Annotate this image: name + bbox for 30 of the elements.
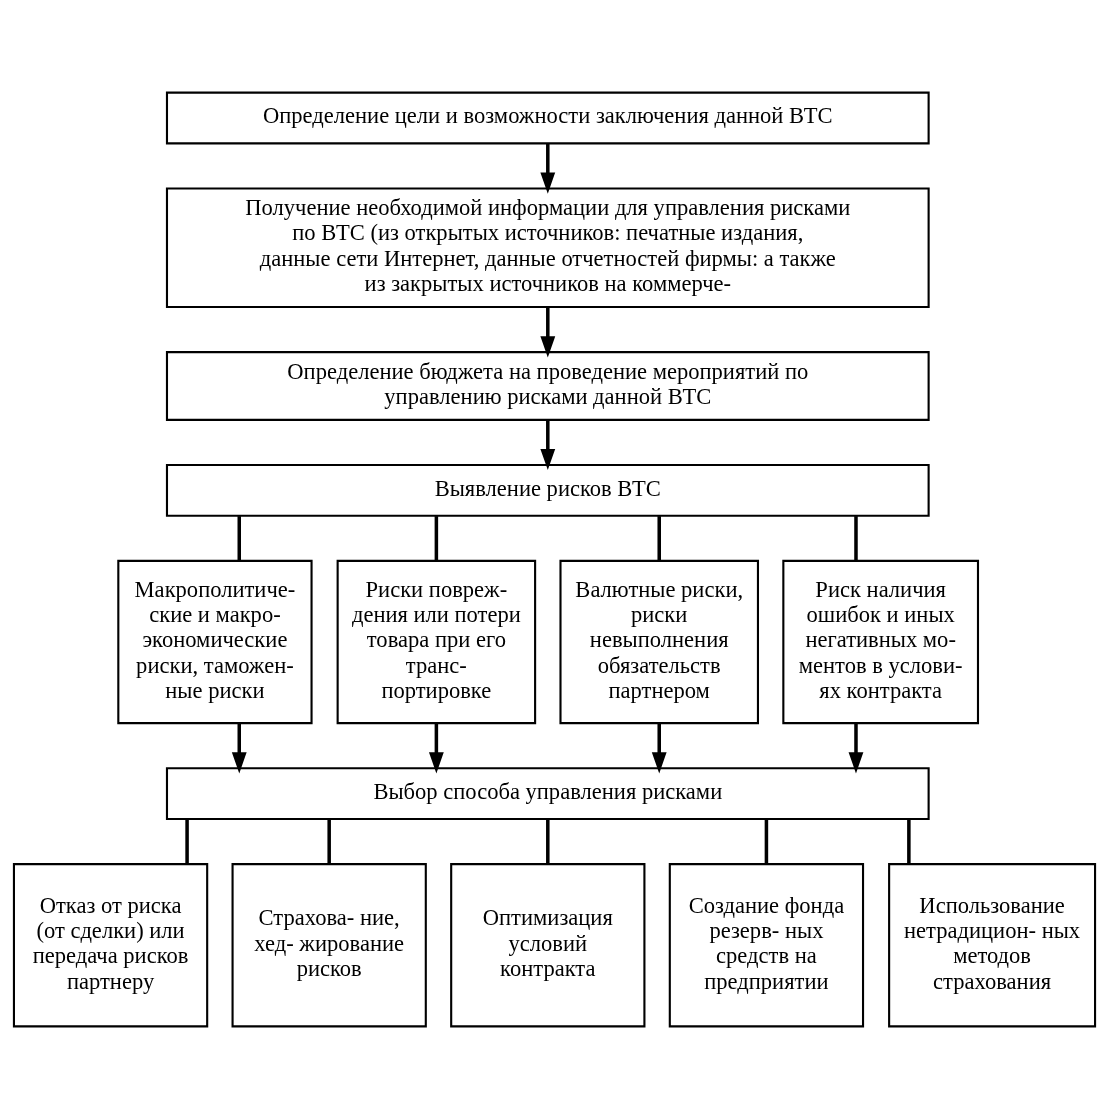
node-box: Оптимизация условий контракта (450, 863, 646, 1028)
node-box: Выбор способа управления рисками (165, 767, 930, 821)
node-box: Определение бюджета на проведение мероприятий по управлению рисками данной ВТС (165, 351, 930, 421)
connector (327, 819, 331, 864)
node-box: Использование нетрадицион- ных методов страхования (888, 863, 1097, 1028)
connector (185, 819, 189, 864)
node-box: Риск наличия ошибок и иных негативных мо- ментов в услови- ях контракта (782, 559, 980, 725)
node-box: Макрополитиче- ские и макро- экономические риски, таможен- ные риски (117, 559, 313, 725)
connector (764, 819, 769, 864)
arrow (540, 420, 556, 471)
arrow (540, 307, 556, 358)
arrow (231, 723, 247, 774)
connector (546, 819, 550, 864)
connector (657, 516, 661, 561)
connector (854, 516, 858, 561)
node-box: Валютные риски, риски невыполнения обязательств партнером (559, 559, 759, 725)
arrow (428, 723, 444, 774)
connector (237, 516, 242, 561)
node-box: Отказ от риска (от сделки) или передача рисков партнеру (12, 863, 209, 1028)
node-box: Создание фонда резерв- ных средств на предприятии (668, 863, 865, 1028)
connector (434, 516, 439, 561)
node-box: Выявление рисков ВТС (165, 463, 930, 517)
connector (907, 819, 911, 864)
arrow (651, 723, 667, 774)
node-box: Определение цели и возможности заключения данной ВТС (165, 91, 930, 145)
node-box: Риски повреж- дения или потери товара при его транс- портировке (336, 559, 537, 725)
arrow (848, 723, 864, 774)
node-box: Получение необходимой информации для управления рисками по ВТС (из открытых источников: печатные издания, данные сети Интернет, данные отчетностей фирмы: а также из закрытых источников на коммерче- (165, 187, 930, 309)
arrow (540, 143, 556, 194)
node-box: Страхова- ние, хед- жирование рисков (231, 863, 427, 1028)
